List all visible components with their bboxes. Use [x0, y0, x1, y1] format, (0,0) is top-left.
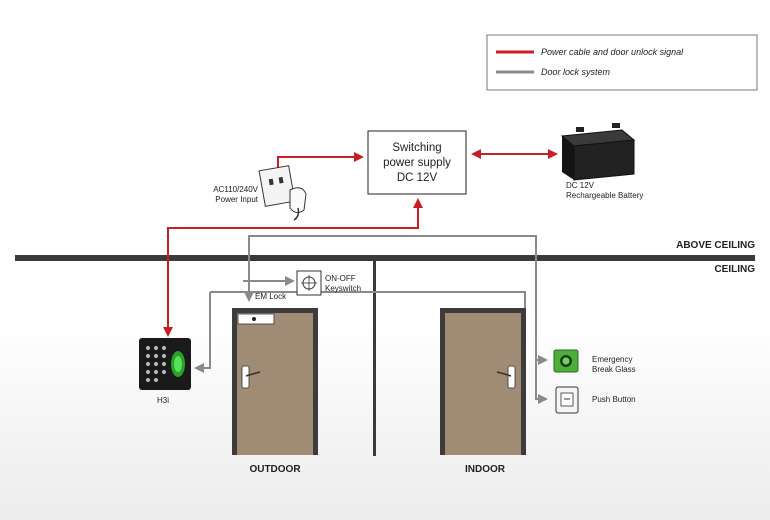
battery-icon: [560, 123, 636, 181]
wall-socket: [258, 165, 307, 221]
break-glass-line1: Emergency: [592, 355, 632, 364]
reader-lock-cable-a: [194, 292, 211, 373]
keyswitch-line2: Keyswitch: [325, 284, 361, 293]
power-input-line1: AC110/240V: [213, 185, 258, 194]
lock-push-button-cable: [244, 235, 548, 404]
legend-power-label: Power cable and door unlock signal: [541, 47, 684, 57]
indoor-label: INDOOR: [465, 464, 506, 475]
reader-label: H3i: [157, 396, 169, 405]
power-cables: [163, 149, 558, 337]
outdoor-door-panel: [237, 313, 313, 455]
break-glass-line2: Break Glass: [592, 365, 636, 374]
keypad-icon: [146, 346, 166, 382]
outdoor-handle-icon: [241, 365, 250, 389]
psu-line1: Switching: [392, 142, 441, 154]
legend-box: [486, 34, 758, 91]
plug-icon: [289, 187, 307, 214]
ceiling-label: CEILING: [714, 264, 755, 275]
power-supply: Switching power supply DC 12V: [367, 130, 467, 195]
outdoor-label: OUTDOOR: [249, 464, 301, 475]
legend: Power cable and door unlock signal Door …: [486, 34, 758, 91]
keyswitch: [296, 270, 322, 296]
socket-plate: [258, 165, 296, 207]
push-button-label: Push Button: [592, 395, 636, 404]
h3i-reader: [139, 338, 191, 390]
wall-divider: [373, 261, 376, 456]
keyswitch-line1: ON-OFF: [325, 274, 356, 283]
psu-line2: power supply: [383, 157, 451, 169]
power-input-line2: Power Input: [215, 195, 258, 204]
indoor-door: [440, 308, 526, 455]
ceiling-line: [15, 255, 755, 261]
battery-line2: Rechargeable Battery: [566, 191, 643, 200]
em-lock-label: EM Lock: [255, 292, 287, 301]
psu-reader-cable: [163, 198, 423, 337]
outdoor-door: [232, 308, 318, 455]
push-button: [555, 386, 579, 414]
indoor-handle-icon: [507, 365, 516, 389]
battery-line1: DC 12V: [566, 181, 595, 190]
break-glass: [553, 349, 579, 373]
power-supply-box: [367, 130, 467, 195]
above-ceiling-label: ABOVE CEILING: [676, 240, 755, 251]
legend-lock-label: Door lock system: [541, 67, 611, 77]
psu-line3: DC 12V: [397, 172, 438, 184]
